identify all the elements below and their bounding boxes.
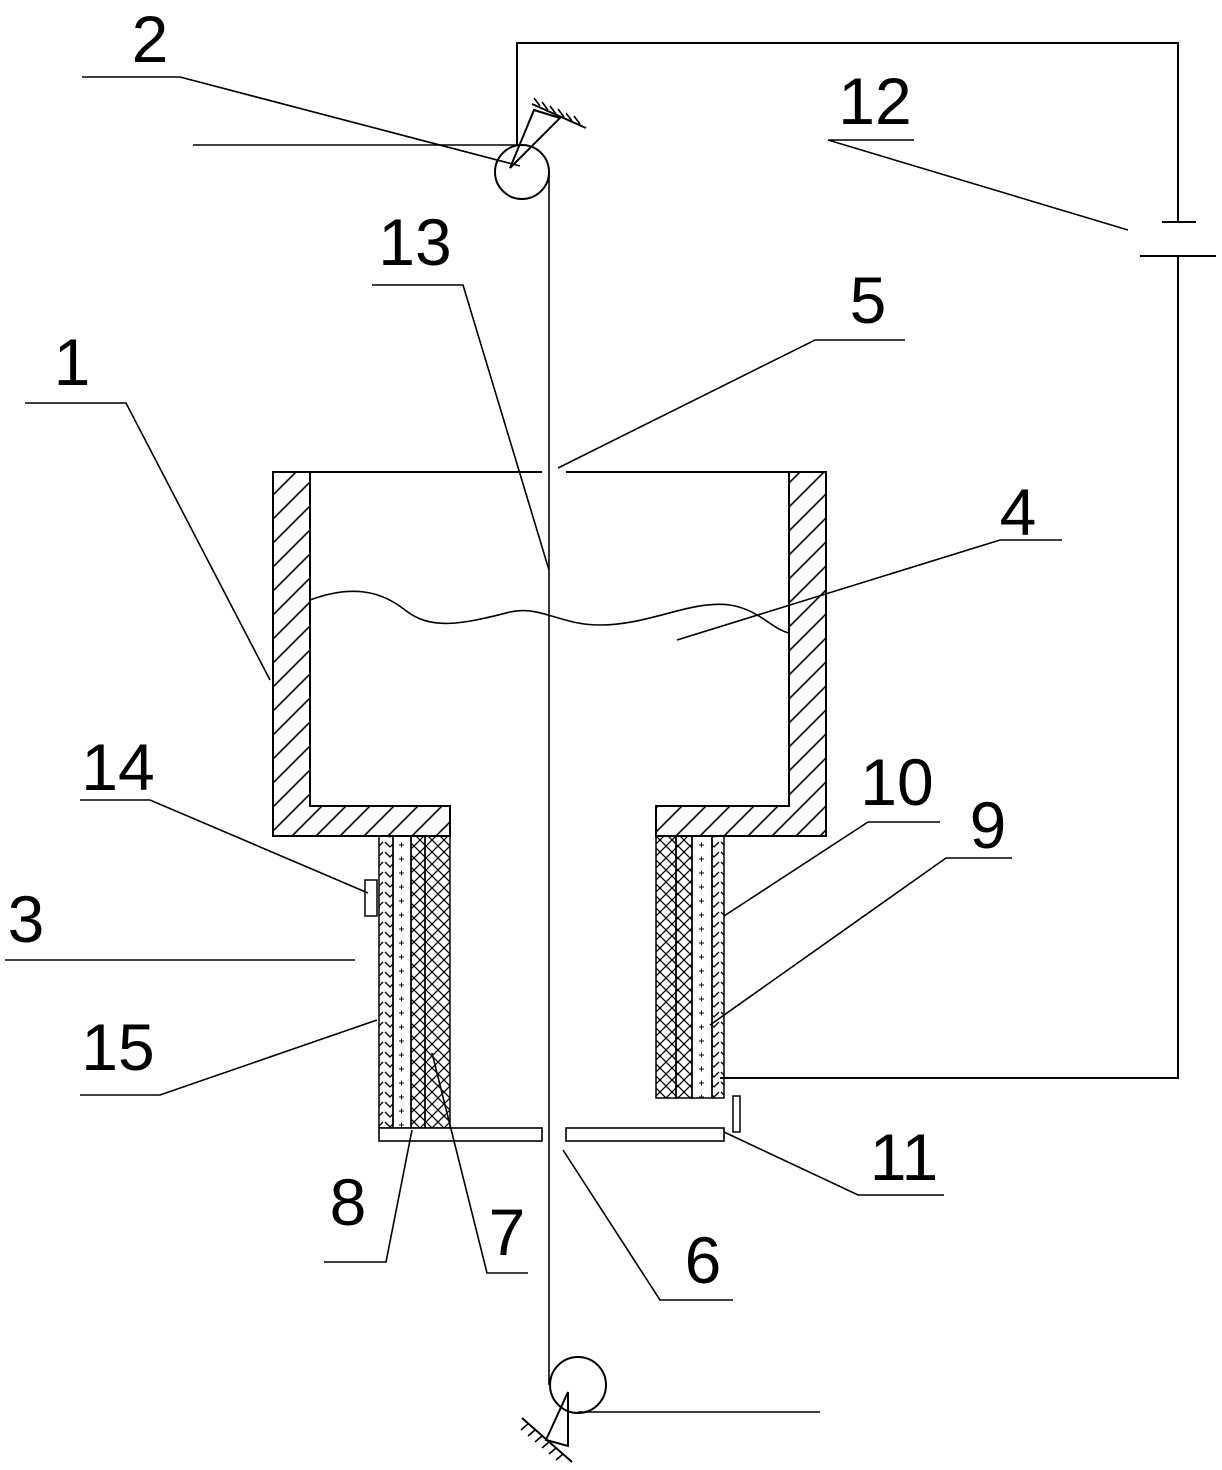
circuit-wire bbox=[516, 42, 1179, 1079]
label-3: 3 bbox=[8, 882, 45, 956]
label-9: 9 bbox=[970, 788, 1007, 862]
label-13: 13 bbox=[378, 205, 451, 279]
left-die-layers bbox=[378, 835, 451, 1129]
label-8: 8 bbox=[330, 1165, 367, 1239]
liquid-surface bbox=[309, 590, 790, 634]
label-5: 5 bbox=[850, 263, 887, 337]
label-14: 14 bbox=[81, 730, 154, 804]
label-11: 11 bbox=[870, 1120, 939, 1194]
bottom-guide-roller bbox=[520, 1356, 820, 1463]
label-10: 10 bbox=[860, 745, 933, 819]
right-die-layers bbox=[655, 835, 725, 1099]
bottom-outlet-plates bbox=[378, 1127, 725, 1142]
label-12: 12 bbox=[838, 64, 911, 138]
left-inlet-port bbox=[364, 879, 378, 917]
label-15: 15 bbox=[81, 1010, 154, 1084]
label-2: 2 bbox=[132, 2, 169, 76]
label-7: 7 bbox=[489, 1195, 526, 1269]
power-source bbox=[1140, 221, 1216, 257]
label-6: 6 bbox=[685, 1223, 722, 1297]
label-1: 1 bbox=[54, 325, 91, 399]
top-guide-roller bbox=[193, 97, 587, 200]
leader-lines bbox=[5, 76, 1129, 1301]
electrode-tab bbox=[732, 1095, 741, 1133]
label-4: 4 bbox=[1000, 475, 1037, 549]
